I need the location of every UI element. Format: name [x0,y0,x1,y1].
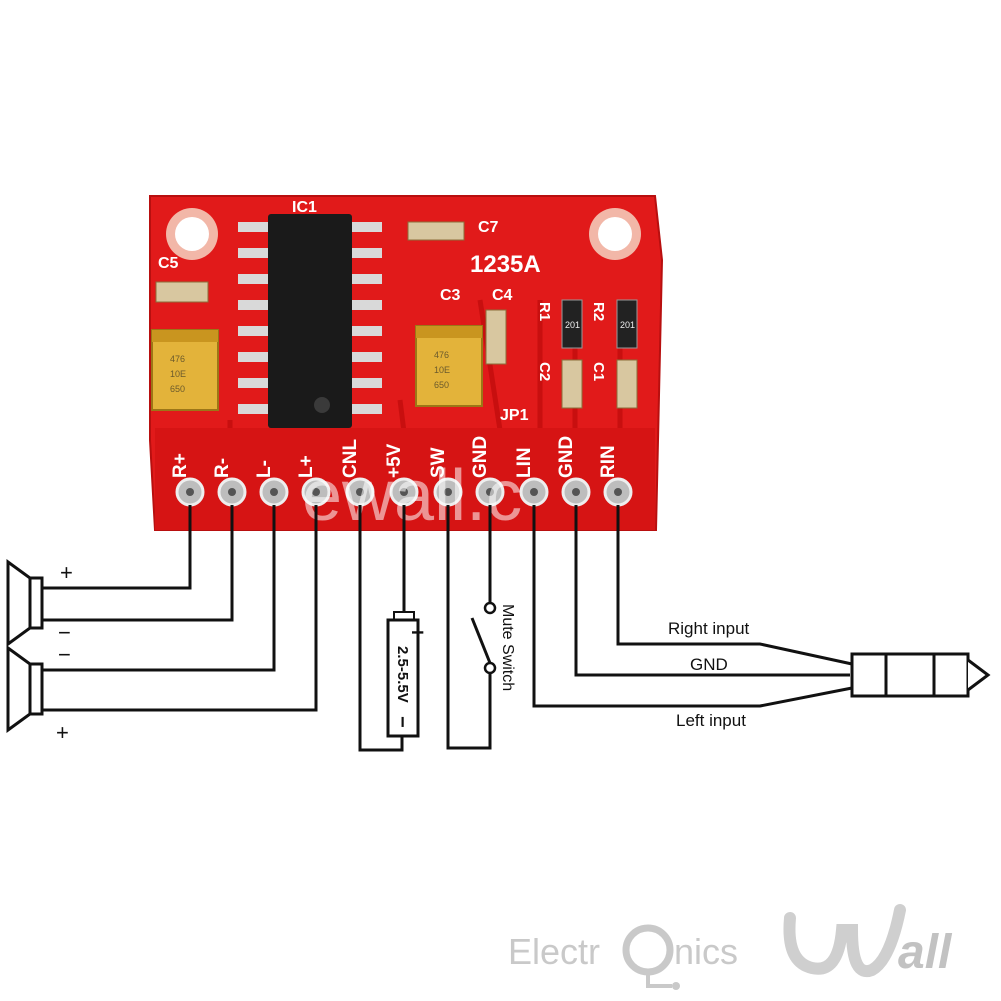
tantalum-cap-left: 476 10E 650 [151,329,219,411]
pin-r-minus: R- [212,458,247,507]
cap-c2 [561,359,583,409]
ic-pins-left [238,222,268,414]
speaker-top-icon [6,559,44,647]
wire-l-minus [42,505,276,672]
tantalum-cap-middle: 476 10E 650 [415,325,483,407]
wire-gnd-input [574,505,850,677]
pin-gnd-input: GND [556,436,591,507]
tantalum-mid-marking-1: 476 [434,350,449,360]
wire-lin [532,505,853,708]
cap-c5 [155,281,209,303]
speaker-top-plus: + [60,560,73,585]
pin-label-r-plus: R+ [170,453,191,478]
wire-sw [446,505,492,750]
cap-c7 [407,221,465,241]
silk-c4: C4 [492,287,513,304]
pin-label-sw: SW [428,447,449,478]
tantalum-mid-marking-3: 650 [434,380,449,390]
audio-jack-icon [850,652,991,698]
ic-chip [238,214,382,428]
speaker-bottom-icon [6,645,44,733]
pin-label-cnl: CNL [340,439,361,478]
silk-c7: C7 [478,219,499,236]
pin-r-plus: R+ [170,453,205,507]
pin-label-gnd-input: GND [556,436,577,478]
wire-r-plus [42,505,192,590]
board-watermark: ewall.c [302,456,522,536]
tantalum-mid-marking-2: 10E [434,365,450,375]
pin-label-lin: LIN [514,447,535,478]
speaker-bottom-plus: + [56,720,69,745]
silk-r1: R1 [536,302,553,321]
logo-text-nics: nics [674,931,738,972]
logo-text-electr: Electr [508,931,600,972]
resistor-r2 [616,299,638,349]
logo-circuit-o-icon [622,924,680,990]
resistor-r1-marking: 201 [565,320,580,330]
supply-voltage-label: 2.5-5.5V [394,646,411,703]
speaker-bottom-minus: − [58,642,71,667]
battery-minus-sign: − [391,716,413,728]
silk-c2: C2 [536,362,553,381]
cap-c1 [616,359,638,409]
tantalum-left-marking-3: 650 [170,384,185,394]
pin-label-l-minus: L- [254,460,275,478]
battery-icon [386,611,420,738]
logo-w-swoosh-icon [783,904,906,978]
wire-rin [616,505,853,666]
left-input-label: Left input [676,711,746,730]
pin-label-l-plus: L+ [296,455,317,478]
wire-cnl [358,505,404,752]
silk-r2: R2 [590,302,607,321]
pin-plus-5v: +5V [384,443,419,507]
gnd-label: GND [690,655,728,674]
silk-ic1: IC1 [292,199,317,216]
pin-l-plus: L+ [296,455,331,507]
mute-switch-icon [470,601,497,675]
wire-r-minus [42,505,234,622]
electronics-wall-logo: Electr nics all [508,904,953,990]
pcb-board: 201 201 476 10E 650 476 10E 650 IC1 C5 C… [149,195,664,536]
wire-l-plus [42,505,318,712]
silk-c5: C5 [158,255,179,272]
wires [42,505,853,752]
logo-text-all: all [898,926,953,979]
silk-c3: C3 [440,287,461,304]
silk-jp1: JP1 [500,407,529,424]
battery-plus-sign: + [405,626,430,639]
pin-lin: LIN [514,447,549,507]
right-input-label: Right input [668,619,750,638]
tantalum-left-marking-1: 476 [170,354,185,364]
pin-rin: RIN [598,445,633,507]
mute-switch-label: Mute Switch [499,604,516,691]
silk-part-number: 1235A [470,251,541,278]
resistor-r1 [561,299,583,349]
pin-label-rin: RIN [598,445,619,478]
pin-label-plus-5v: +5V [384,443,405,478]
silk-c1: C1 [590,362,607,381]
speaker-top-minus: − [58,620,71,645]
cap-c4 [485,309,507,365]
pin-cnl: CNL [340,439,375,507]
tantalum-left-marking-2: 10E [170,369,186,379]
resistor-r2-marking: 201 [620,320,635,330]
pin-label-gnd-switch: GND [470,436,491,478]
pin-label-r-minus: R- [212,458,233,478]
ic-pins-right [352,222,382,414]
